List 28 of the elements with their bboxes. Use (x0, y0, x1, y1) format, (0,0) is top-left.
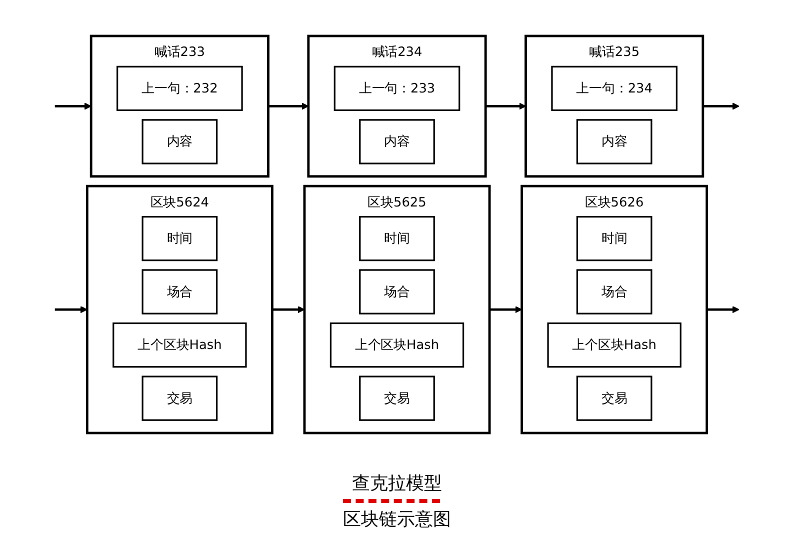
node-box: 场合 (359, 269, 435, 314)
node-box: 上个区块Hash (112, 322, 247, 368)
caption-text: 查克拉模型 (351, 472, 443, 495)
node-box: 上一句：234 (551, 66, 678, 112)
node-box: 时间 (576, 216, 652, 262)
node-box: 内容 (142, 119, 218, 164)
caption-text: 区块链示意图 (343, 508, 451, 531)
node-box: 上一句：232 (116, 66, 243, 112)
node-box: 内容 (576, 119, 652, 164)
node-box: 交易 (142, 376, 218, 421)
arrow (272, 306, 305, 314)
node-box: 交易 (359, 376, 435, 421)
node-box: 时间 (359, 216, 435, 262)
node-box: 上个区块Hash (330, 322, 464, 368)
arrow (54, 306, 88, 314)
arrow (702, 102, 740, 110)
arrow (706, 306, 740, 314)
node-box: 上个区块Hash (547, 322, 682, 368)
node-box: 场合 (576, 269, 652, 314)
arrow (54, 102, 92, 110)
node-box: 内容 (359, 119, 435, 164)
node-box: 交易 (576, 376, 652, 421)
arrow (486, 102, 526, 110)
node-box: 场合 (142, 269, 218, 314)
arrow (268, 102, 309, 110)
node-box: 上一句：233 (334, 66, 460, 112)
arrow (490, 306, 522, 314)
node-box: 时间 (142, 216, 218, 262)
